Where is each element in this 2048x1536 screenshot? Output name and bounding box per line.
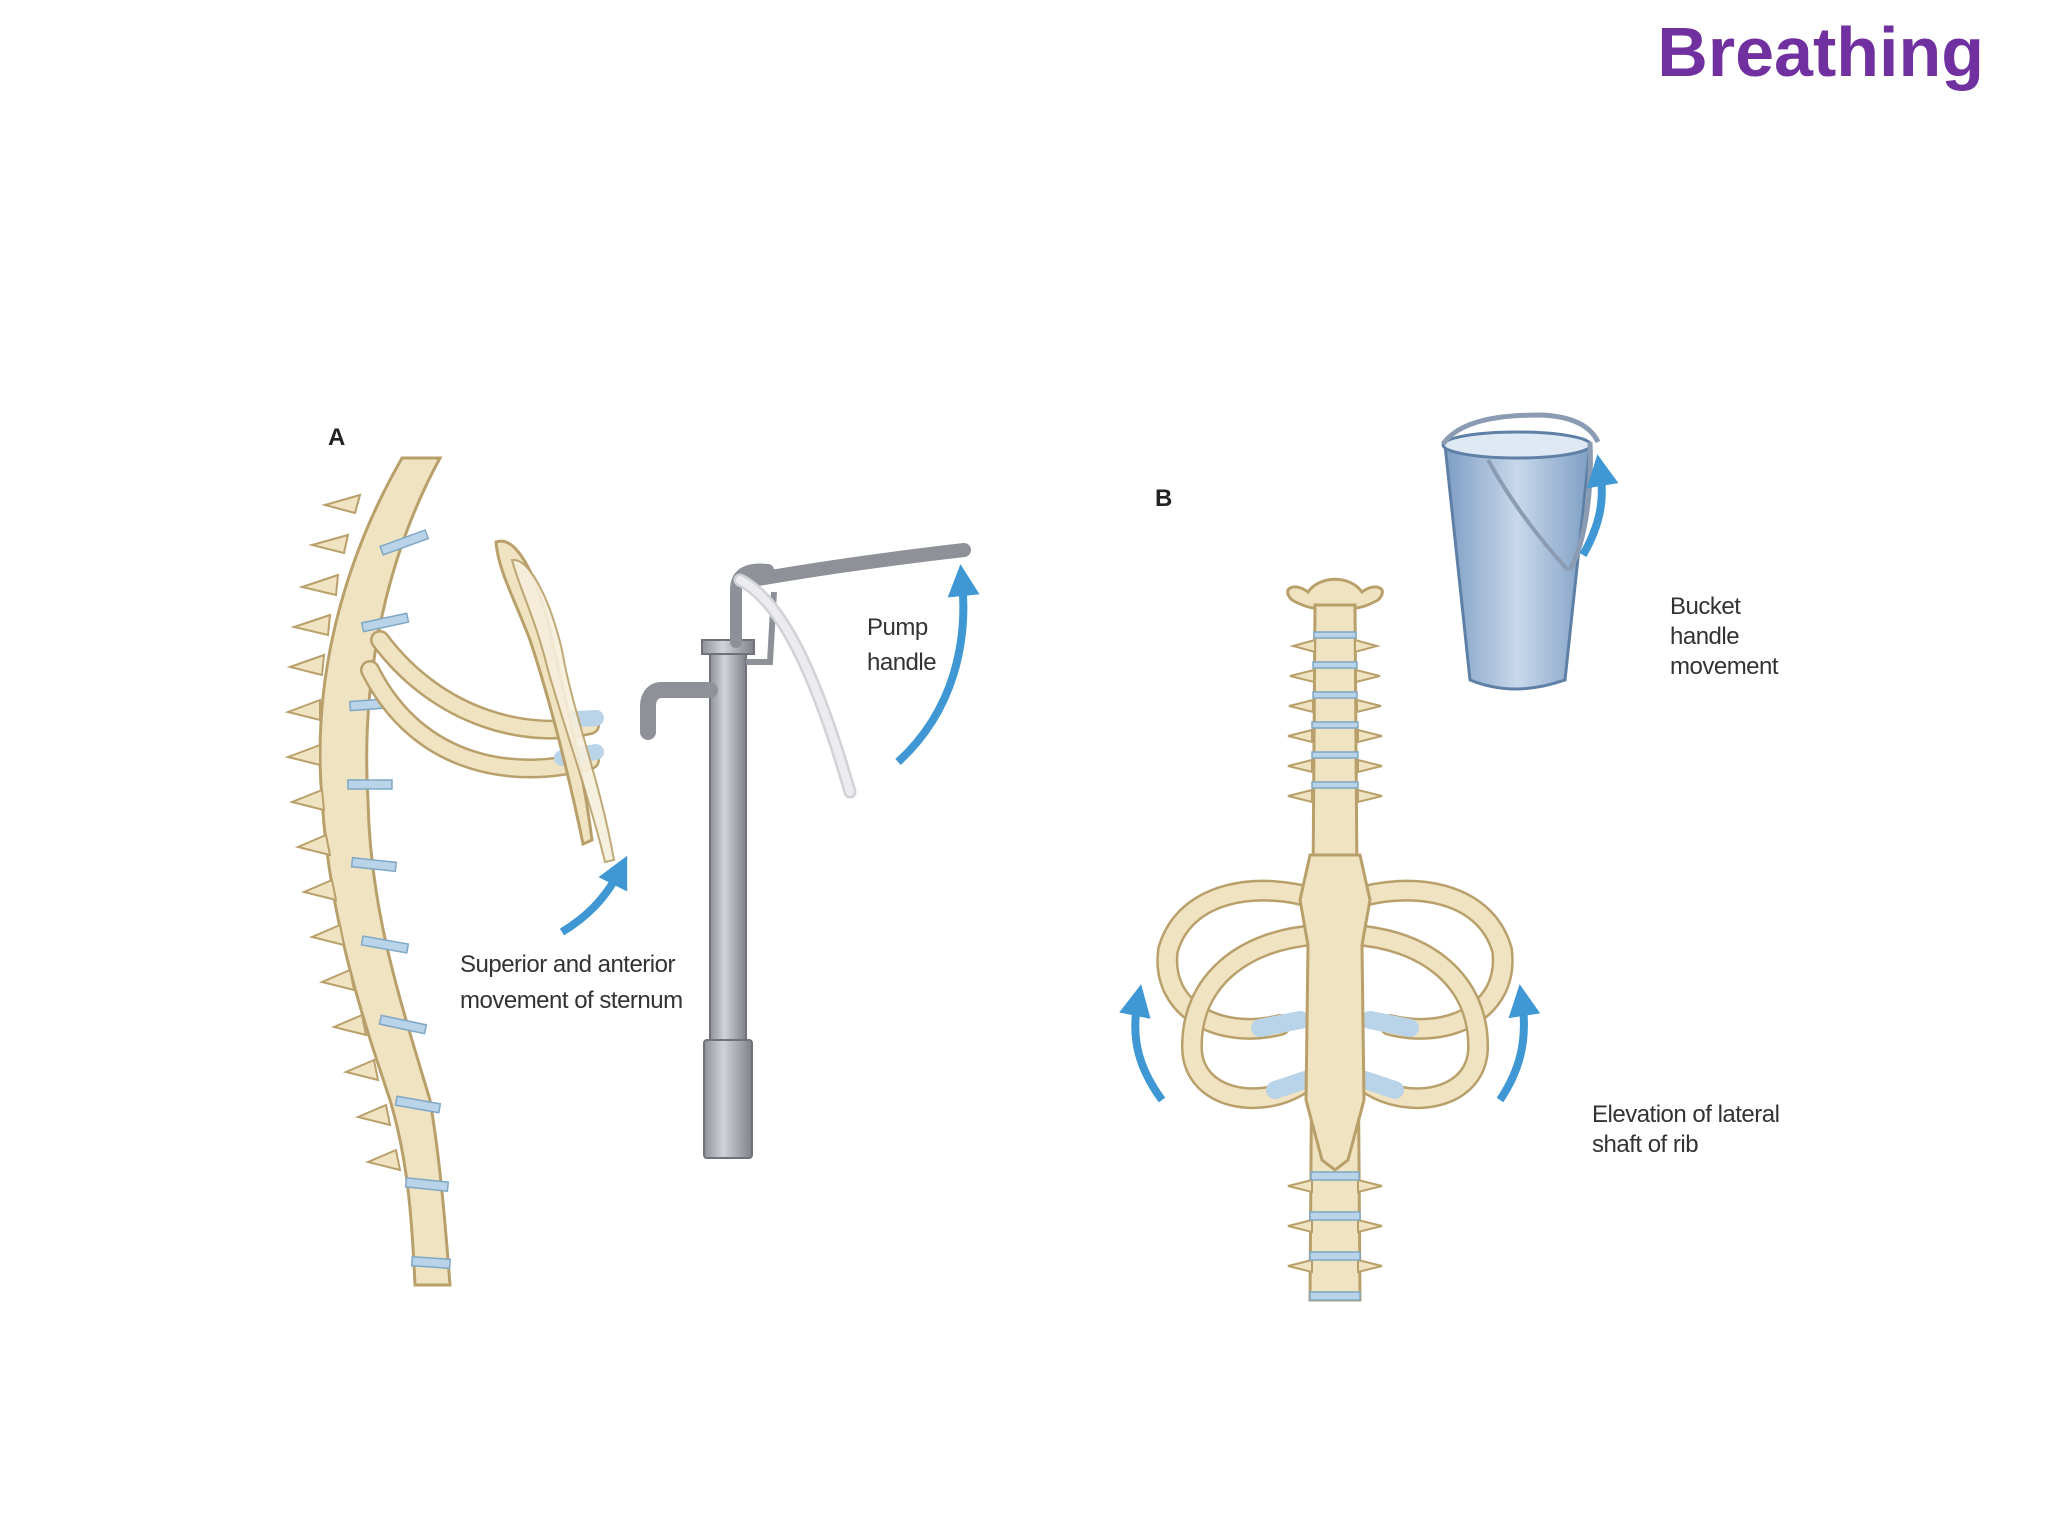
rib-elevation-arrow-right — [1496, 984, 1541, 1103]
bucket-label-line2: handle — [1670, 623, 1739, 650]
bucket — [1440, 412, 1601, 691]
rib-elevation-arrow-left — [1119, 984, 1166, 1103]
sternum-front — [1298, 853, 1372, 1172]
panel-b: B — [1119, 412, 1780, 1302]
breathing-diagram: A — [284, 412, 1780, 1302]
pump-label-line1: Pump — [867, 614, 928, 641]
bucket-handle-arrow — [1579, 454, 1619, 557]
rib-label-line1: Elevation of lateral — [1592, 1101, 1779, 1128]
sternum-label-line2: movement of sternum — [460, 987, 683, 1014]
bucket-label-line3: movement — [1670, 653, 1779, 680]
slide-title: Breathing — [1657, 13, 1984, 91]
sternum — [494, 539, 616, 864]
sternum-label-line1: Superior and anterior — [460, 951, 675, 978]
panel-b-letter: B — [1155, 485, 1172, 512]
breathing-figure: A — [284, 400, 1850, 1400]
sternum-movement-arrow — [559, 855, 628, 936]
pump-label-line2: handle — [867, 649, 936, 676]
rib-label-line2: shaft of rib — [1592, 1131, 1698, 1158]
panel-a: A — [284, 424, 980, 1287]
bucket-label-line1: Bucket — [1670, 593, 1741, 620]
water-pump — [640, 543, 971, 1159]
pump-handle-arrow — [895, 564, 980, 765]
rib-cage-front — [1156, 879, 1514, 1110]
lateral-spine — [284, 456, 452, 1287]
panel-a-letter: A — [328, 424, 345, 451]
